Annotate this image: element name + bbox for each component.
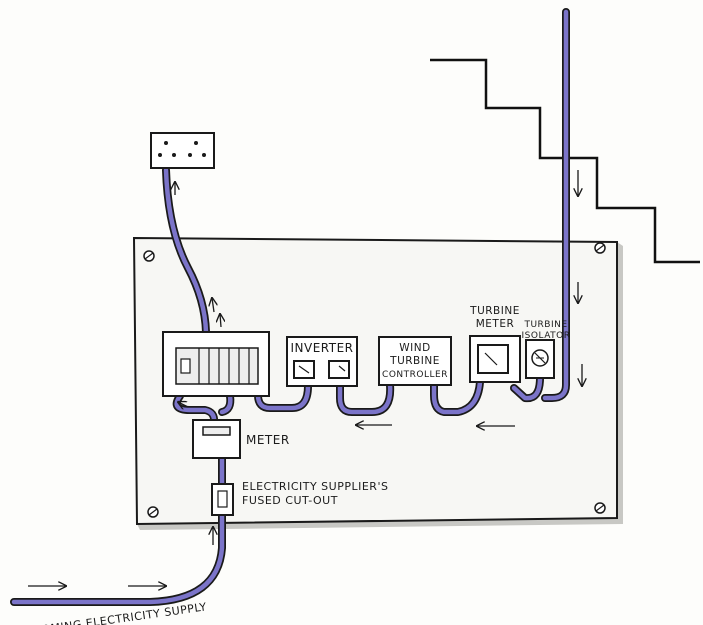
inverter-label: INVERTER: [290, 341, 353, 355]
meter-box: [192, 419, 241, 459]
consumer-unit: [162, 331, 270, 397]
double-socket: [150, 132, 215, 169]
turbine-meter-label-line1: TURBINE: [469, 305, 520, 317]
cutout-label-line1: ELECTRICITY SUPPLIER'S: [242, 480, 388, 493]
cables: [10, 8, 570, 606]
controller-label-line2: TURBINE: [389, 355, 440, 367]
controller-label-line3: CONTROLLER: [382, 370, 448, 380]
turbine-meter-label-line2: METER: [476, 318, 515, 330]
controller-label-line1: WIND: [399, 342, 430, 354]
turbine-isolator-label-line2: ISOLATOR: [522, 331, 571, 341]
turbine-isolator-box: [525, 339, 555, 379]
inverter-box: [286, 336, 358, 387]
turbine-meter-box: [469, 335, 521, 383]
meter-label: METER: [246, 433, 290, 447]
wind-turbine-controller-box: [378, 336, 452, 386]
fused-cut-out-box: [211, 483, 234, 516]
mounting-board: [132, 236, 618, 526]
flow-arrows: [28, 170, 582, 586]
cutout-label-line2: FUSED CUT-OUT: [242, 494, 338, 507]
turbine-isolator-label-line1: TURBINE: [523, 320, 567, 330]
board-screws: [143, 242, 606, 518]
